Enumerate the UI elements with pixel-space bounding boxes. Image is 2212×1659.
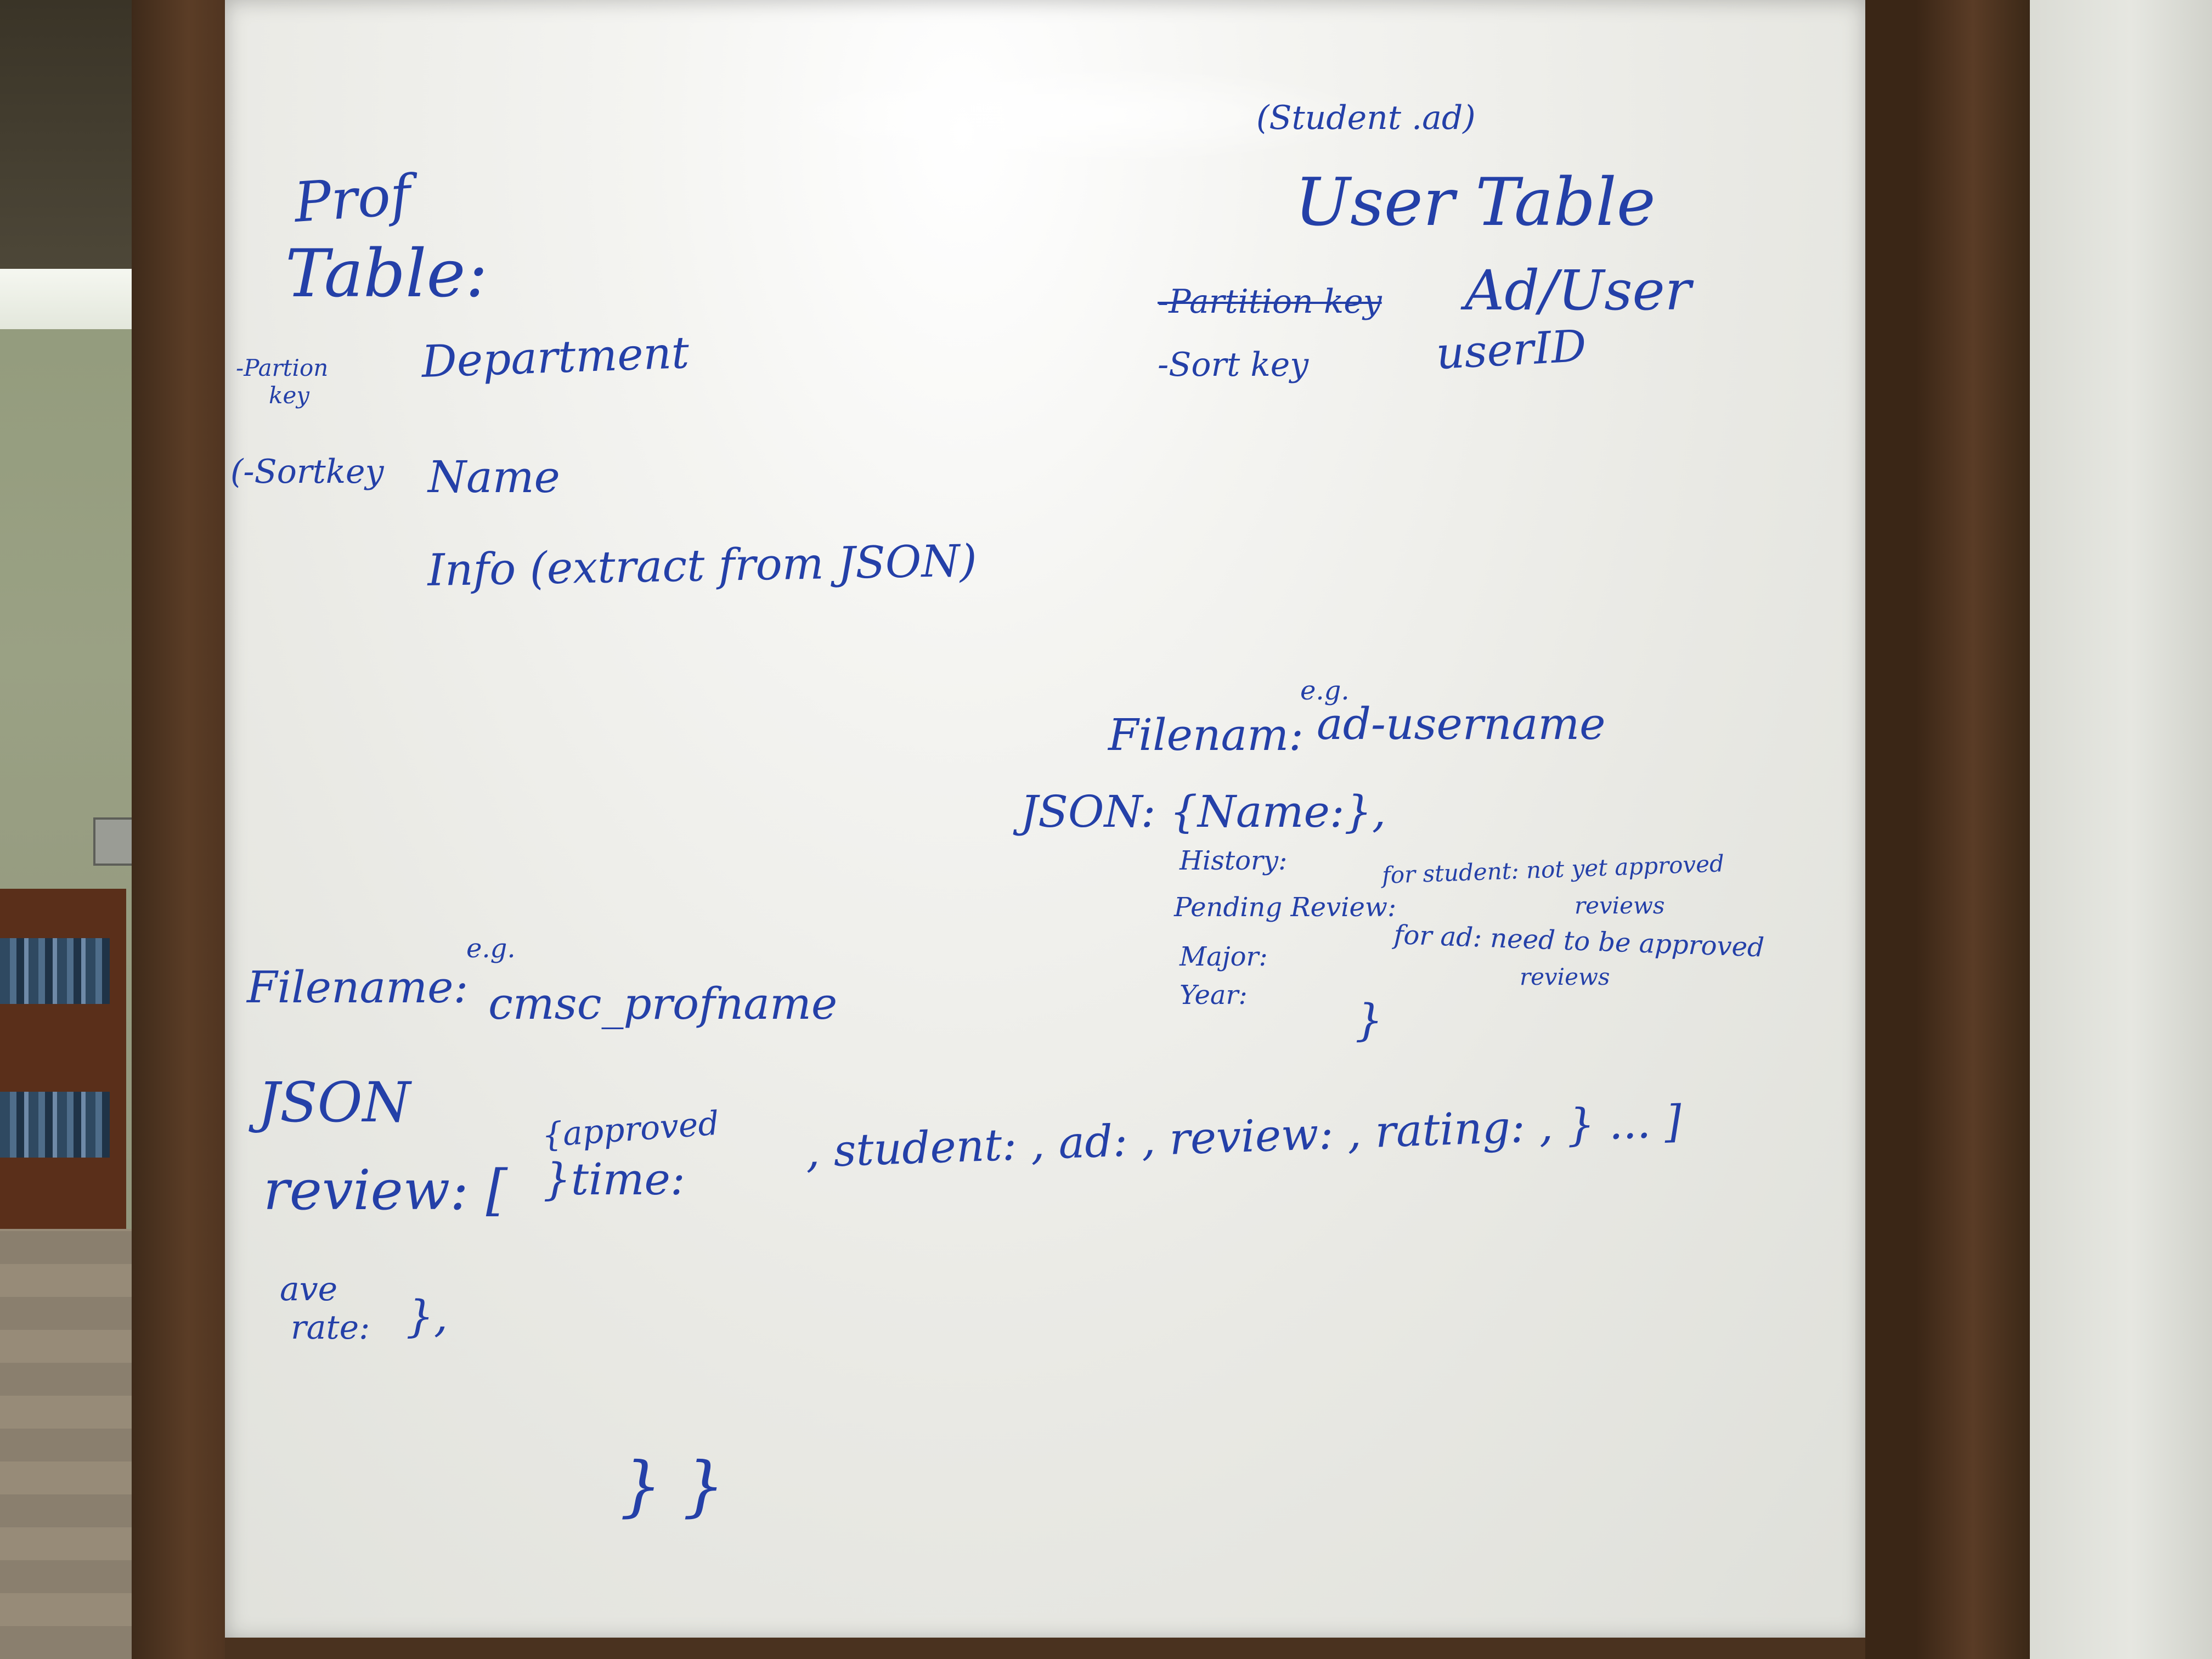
prof-info: Info (extract from JSON) xyxy=(427,535,978,596)
prof-review-approved: {approved xyxy=(540,1104,720,1155)
user-pending-review: Pending Review: xyxy=(1174,892,1397,923)
prof-ave-brace: }, xyxy=(406,1291,448,1342)
prof-filename-label: Filename: xyxy=(247,962,469,1013)
prof-partition-value: Department xyxy=(420,327,690,387)
prof-review-time: }time: xyxy=(543,1154,685,1205)
prof-sort-label: (-Sortkey xyxy=(230,453,384,491)
prof-table-title-line2: Table: xyxy=(285,236,488,312)
bookshelf xyxy=(0,889,126,1229)
user-filename-label: Filenam: xyxy=(1108,709,1304,760)
prof-ave-line2: rate: xyxy=(291,1308,370,1347)
board-glare xyxy=(774,66,1377,165)
prof-sort-value: Name xyxy=(428,452,560,503)
floor xyxy=(0,1229,143,1659)
prof-partition-label-line2: key xyxy=(269,382,310,409)
user-year: Year: xyxy=(1180,980,1248,1011)
right-wall xyxy=(2009,0,2212,1659)
prof-json-label: JSON xyxy=(258,1070,411,1135)
prof-review-rest: , student: , ad: , review: , rating: , }… xyxy=(804,1096,1683,1177)
user-sort-value: userID xyxy=(1435,320,1588,379)
user-partition-value: Ad/User xyxy=(1465,258,1691,323)
user-sort-label: -Sort key xyxy=(1158,346,1309,384)
book-row xyxy=(0,938,110,1004)
prof-ave-line1: ave xyxy=(280,1270,338,1308)
prof-closing-braces: } } xyxy=(620,1448,725,1525)
note-ad-line2: reviews xyxy=(1520,963,1610,990)
book-row xyxy=(0,1092,110,1158)
user-major: Major: xyxy=(1180,941,1268,972)
note-student-line1: for student: not yet approved xyxy=(1381,850,1725,889)
prof-table-title-line1: Prof xyxy=(292,162,413,235)
user-table-subtitle: (Student .ad) xyxy=(1256,99,1476,137)
user-name-brace: }, xyxy=(1344,786,1386,837)
note-student-line2: reviews xyxy=(1575,892,1665,919)
note-ad-line1: for ad: need to be approved xyxy=(1393,919,1765,963)
user-file-eg: e.g. xyxy=(1300,675,1350,706)
whiteboard: Prof Table: -Partion key Department (-So… xyxy=(225,0,1865,1640)
user-partition-label: -Partition key xyxy=(1158,283,1382,321)
prof-partition-label-line1: -Partion xyxy=(236,354,329,381)
user-table-title: User Table xyxy=(1295,165,1656,241)
prof-file-eg: e.g. xyxy=(466,933,516,964)
user-history: History: xyxy=(1180,845,1288,876)
ceiling-shadow xyxy=(0,0,143,269)
user-json-close-brace: } xyxy=(1355,995,1383,1046)
prof-review-label: review: [ xyxy=(263,1158,507,1222)
prof-filename-value: cmsc_profname xyxy=(488,978,838,1029)
user-json-open: JSON: {Name: xyxy=(1020,786,1345,837)
marker-tray xyxy=(225,1638,1865,1659)
ceiling-light xyxy=(0,269,143,329)
user-filename-value: ad-username xyxy=(1317,698,1606,749)
